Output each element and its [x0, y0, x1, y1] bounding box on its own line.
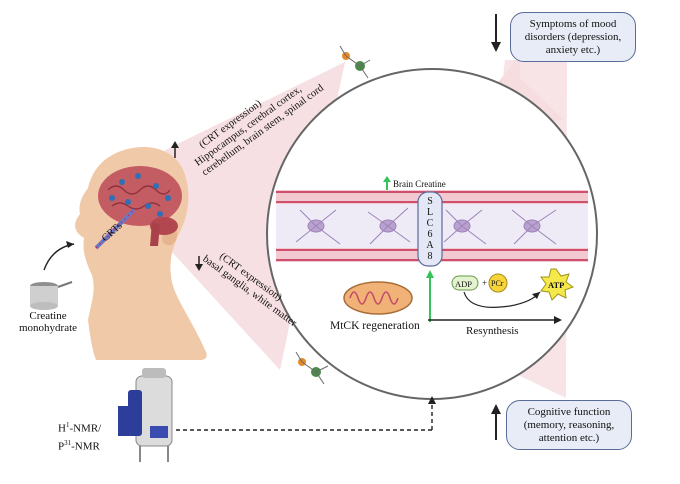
nmr-machine — [118, 368, 173, 462]
nmr-h-sup: 1 — [65, 421, 70, 429]
nmr-label: H1-NMR/ P31-NMR — [58, 418, 101, 453]
pcr-circle — [488, 273, 508, 293]
scoop — [57, 281, 73, 288]
pcr-label: PCr — [491, 279, 504, 288]
nmr-p-rest: -NMR — [71, 440, 100, 453]
slc-letter-l: L — [426, 207, 434, 218]
cognitive-function-box: Cognitive function (memory, reasoning, a… — [506, 400, 632, 450]
adp-to-atp-arrow — [463, 291, 541, 308]
mood-line-2: disorders (depression, — [524, 30, 622, 43]
slc-letter-a: A — [426, 240, 434, 251]
mood-line-1: Symptoms of mood — [529, 17, 617, 30]
brain-folds — [107, 185, 171, 210]
creatine-line-1: Creatine — [29, 310, 67, 322]
mood-line-3: anxiety etc.) — [545, 43, 601, 56]
slc-letter-s: S — [427, 196, 433, 207]
nmr-h: H — [58, 422, 66, 435]
adp-label: ADP — [455, 279, 473, 289]
jar-to-mouth-arrow — [43, 243, 75, 271]
cognitive-line-1: Cognitive function — [527, 405, 611, 418]
atp-label: ATP — [548, 280, 565, 290]
slc6a8-transporter — [417, 191, 443, 267]
creatine-line-2: monohydrate — [18, 322, 78, 334]
slc6a8-label: S L C 6 A 8 — [418, 196, 442, 262]
nmr-h-rest: -NMR/ — [69, 422, 102, 435]
slc-letter-6: 6 — [427, 229, 433, 240]
creatine-label: Creatine monohydrate — [18, 310, 78, 334]
resynthesis-label: Resynthesis — [466, 325, 519, 337]
plus-label: + — [482, 278, 488, 288]
neuron-icon-top — [339, 45, 371, 79]
adp-pill — [451, 275, 479, 291]
cognitive-line-2: (memory, reasoning, — [523, 418, 615, 431]
creatine-jar — [30, 286, 58, 306]
slc-letter-c: C — [426, 218, 434, 229]
mtck-label: MtCK regeneration — [330, 320, 420, 332]
cognitive-line-3: attention etc.) — [538, 431, 600, 444]
brain-creatine-label: Brain Creatine — [393, 179, 446, 189]
glial-cells — [295, 207, 557, 245]
neuron-icon-bottom — [295, 351, 329, 385]
slc-letter-8: 8 — [427, 251, 433, 262]
atp-star — [540, 268, 575, 301]
brain-stem — [150, 222, 160, 246]
brain — [98, 166, 182, 226]
mitochondrion — [343, 281, 413, 315]
nmr-p-sup: 31 — [64, 438, 72, 447]
nmr-p: P — [58, 440, 65, 453]
mood-symptoms-box: Symptoms of mood disorders (depression, … — [510, 12, 636, 62]
